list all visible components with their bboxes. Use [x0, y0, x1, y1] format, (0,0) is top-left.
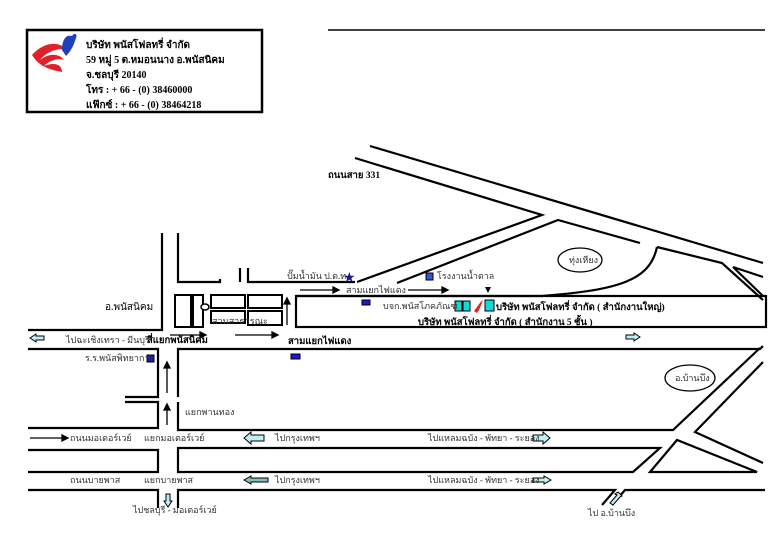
star-icon: ★: [343, 270, 356, 286]
company-info-box: บริษัท พนัสโฟลทรี่ จำกัด 59 หมู่ 5 ต.หมอ…: [25, 28, 264, 114]
hollow-arrow-left-icon: [242, 475, 269, 485]
town-buildings: [174, 294, 283, 328]
roundabout: [200, 303, 210, 311]
label-bypass-road: ถนนบายพาส: [70, 475, 121, 485]
company-province: จ.ชลบุรี 20140: [86, 69, 147, 81]
label-ptt-station: ปั๊มน้ำมัน ป.ต.ท.: [287, 269, 348, 281]
location-pointer-icon: [485, 287, 491, 293]
arrow-right-icon: [300, 285, 341, 295]
direction-arrows: [29, 285, 641, 508]
thung-khiang-oval: [557, 247, 603, 273]
label-motorway-junction: แยกมอเตอร์เวย์: [144, 432, 204, 443]
label-to-laem-chabang-2: ไปแหลมฉบัง - พัทยา - ระยอง: [427, 475, 540, 485]
label-traffic-light-junction-small: สามแยกไฟแดง: [346, 285, 406, 295]
arrow-right-icon: [170, 330, 208, 340]
label-phan-thong-junction: แยกพานทอง: [185, 407, 234, 417]
label-traffic-light-junction: สามแยกไฟแดง: [288, 335, 352, 347]
label-phanat-intersection: สี่แยกพนัสนิคม: [147, 332, 208, 346]
label-sugar-factory: โรงงานน้ำตาล: [437, 269, 494, 281]
company-logo: [32, 33, 77, 72]
arrow-right-icon: [235, 330, 280, 340]
arrow-up-icon: [162, 402, 172, 425]
label-public-park: สวนสาธารณะ: [212, 316, 268, 326]
label-head-office: บริษัท พนัสโฟลทรี่ จำกัด ( สำนักงานใหญ่): [496, 299, 665, 313]
hollow-arrow-down-icon: [163, 493, 173, 508]
label-office-5-floor: บริษัท พนัสโฟลทรี่ จำกัด ( สำนักงาน 5 ชั…: [418, 314, 593, 328]
label-ban-bueng: อ.บ้านบึง: [675, 373, 710, 383]
company-name: บริษัท พนัสโฟลทรี่ จำกัด: [86, 37, 190, 51]
school-marker-icon: [146, 354, 155, 363]
company-address: 59 หมู่ 5 ต.หมอนนาง อ.พนัสนิคม: [86, 54, 225, 67]
arrow-right-icon: [30, 433, 70, 443]
label-to-ban-bueng: ไป อ.บ้านบึง: [587, 508, 635, 518]
hollow-arrow-left-icon: [29, 333, 45, 343]
label-bypass-junction: แยกบายพาส: [144, 475, 194, 485]
arrow-up-icon: [162, 360, 172, 393]
company-fax: แฟ๊กซ์ : + 66 - (0) 38464218: [86, 99, 201, 111]
label-to-bangkok-1: ไปกรุงเทพฯ: [274, 433, 320, 444]
label-school: ร.ร.พนัสพิทยาการ: [85, 353, 154, 363]
label-to-chachoengsao: ไปฉะเชิงเทรา - มีนบุรี: [65, 335, 150, 346]
ban-bueng-oval: [664, 364, 716, 392]
label-phanat-phokaphan: บจก.พนัสโภคภัณฑ์: [383, 300, 458, 311]
company-building-icon: [454, 299, 495, 313]
arrow-up-icon: [282, 296, 292, 325]
road-network: [28, 144, 768, 508]
label-to-chonburi: ไปชลบุรี - มอเตอร์เวย์: [132, 504, 217, 516]
hollow-arrow-right-icon: [625, 332, 641, 342]
hollow-arrow-up-icon: [609, 491, 623, 506]
label-thung-khiang: ทุ่งเหียง: [569, 255, 598, 266]
arrow-right-icon: [408, 285, 450, 295]
factory-marker-icon: [425, 272, 434, 281]
label-phanat-nikhom-district: อ.พนัสนิคม: [105, 302, 153, 313]
phokaphan-marker-icon: [361, 299, 371, 306]
label-motorway-road: ถนนมอเตอร์เวย์: [70, 432, 132, 443]
label-to-bangkok-2: ไปกรุงเทพฯ: [274, 475, 320, 486]
building-marker-icon: [290, 353, 301, 360]
hollow-arrow-right-icon: [532, 475, 553, 485]
hollow-arrow-right-icon: [532, 430, 551, 446]
company-phone: โทร : + 66 - (0) 38460000: [85, 83, 192, 96]
hollow-arrow-left-icon: [243, 430, 265, 446]
label-route-331: ถนนสาย 331: [328, 171, 380, 181]
label-to-laem-chabang-1: ไปแหลมฉบัง - พัทยา - ระยอง: [427, 433, 540, 443]
